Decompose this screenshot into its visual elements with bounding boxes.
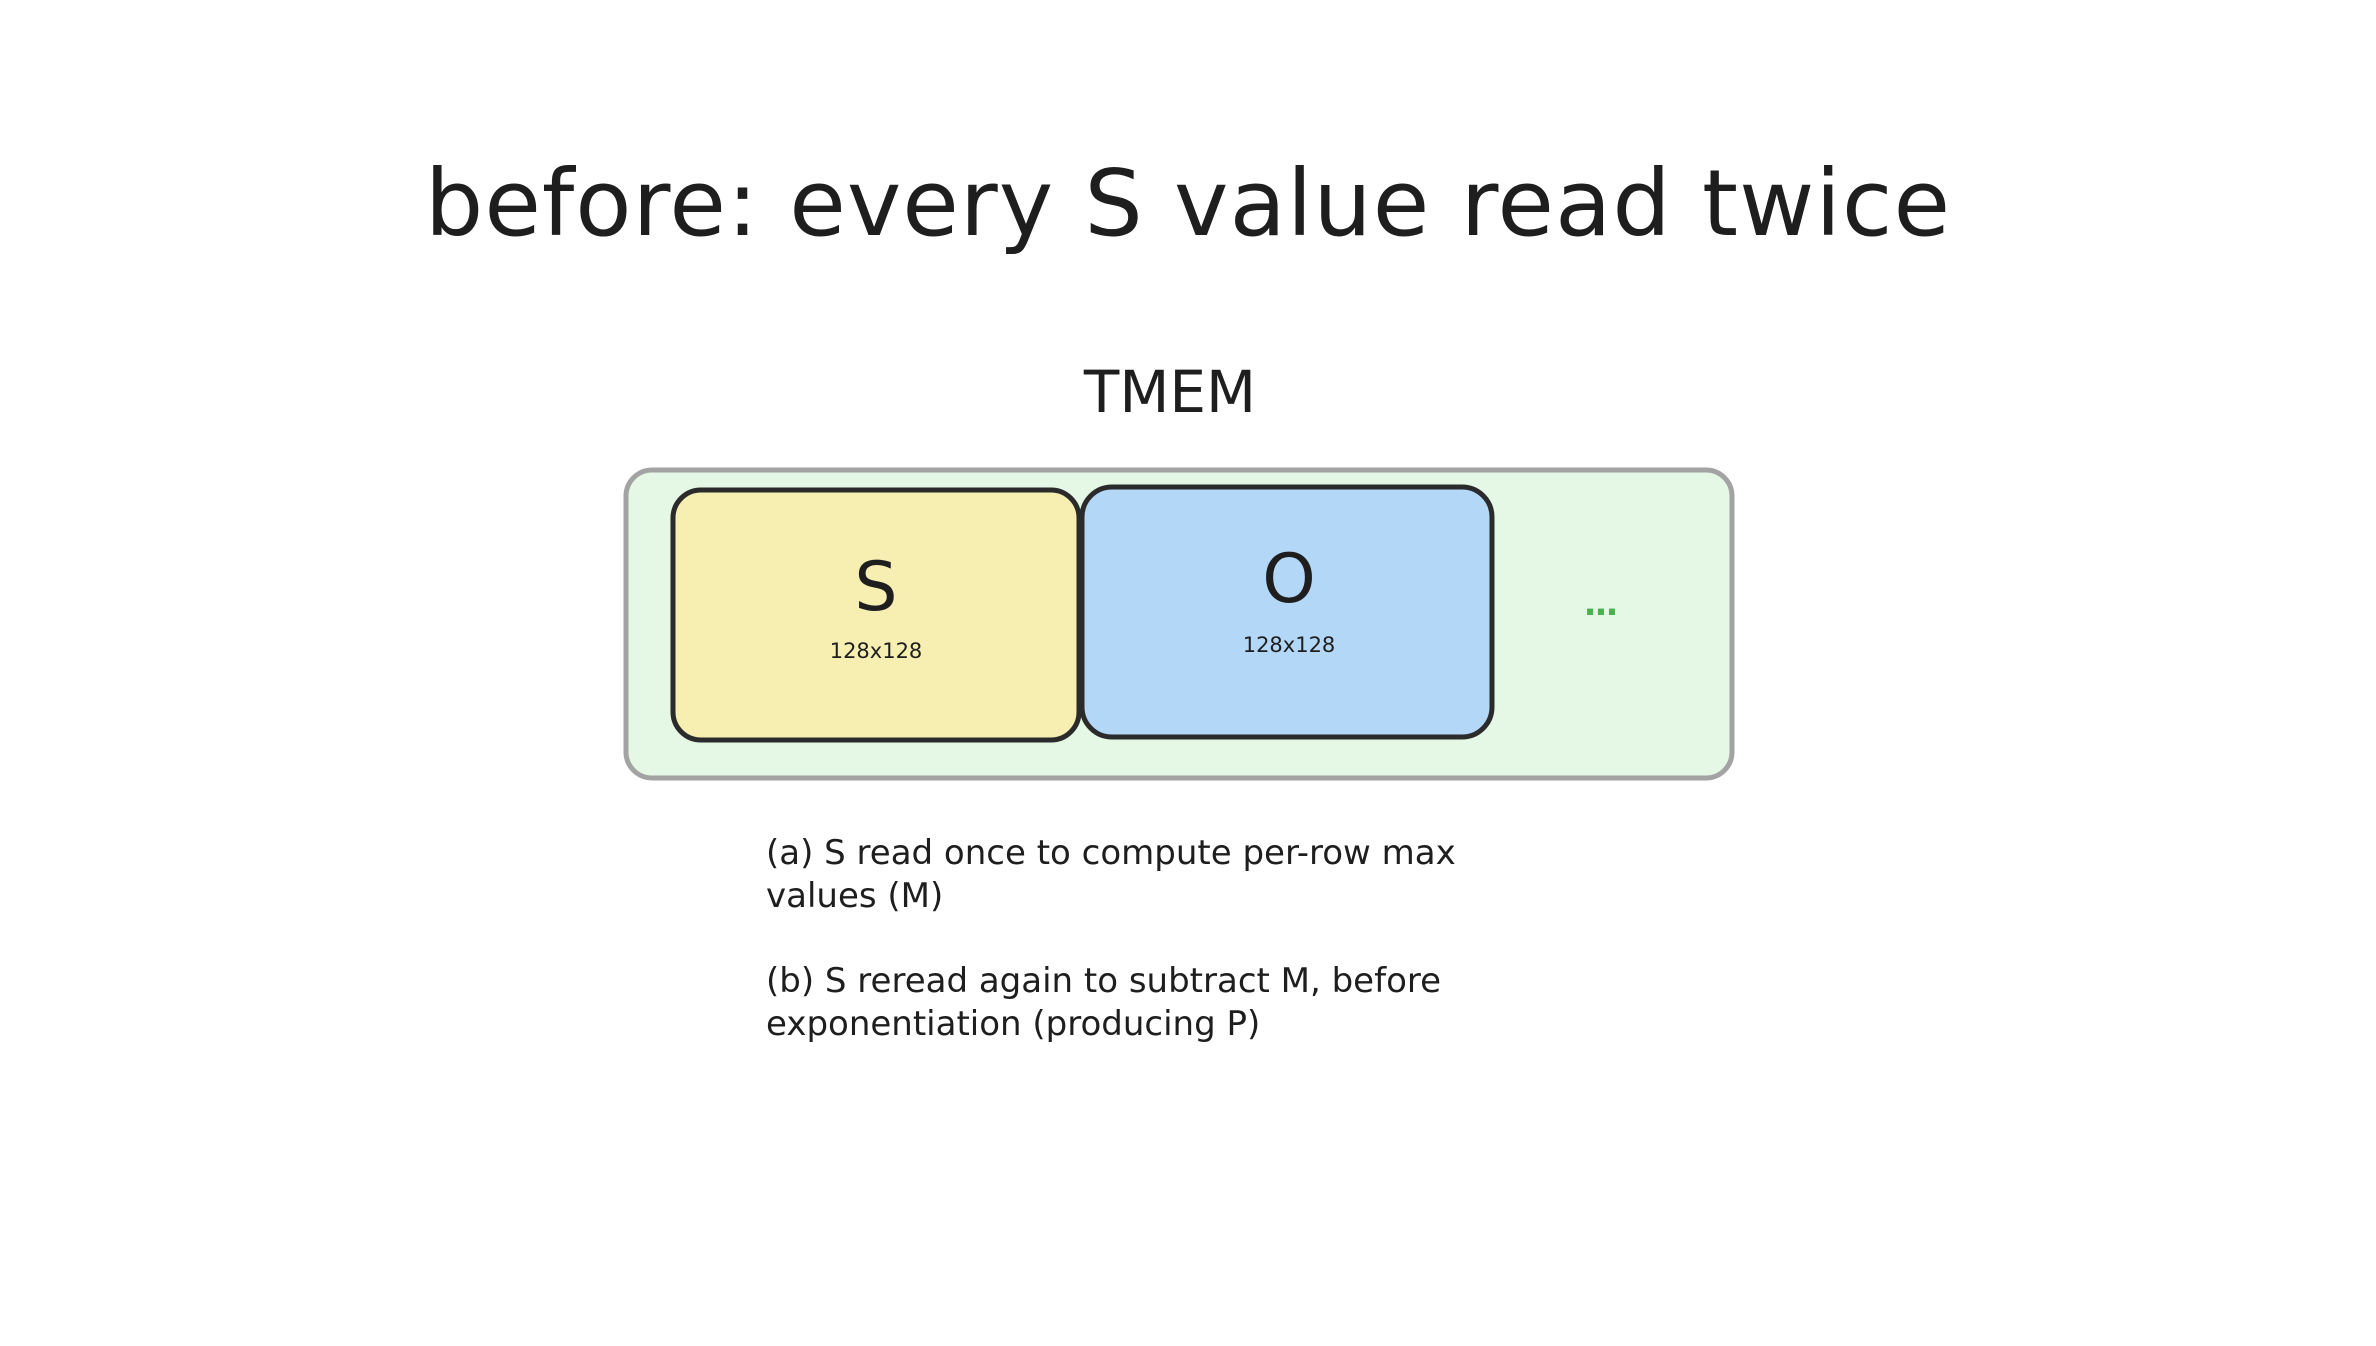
note-a: (a) S read once to compute per-row max v… [766, 833, 1456, 916]
note-b: (b) S reread again to subtract M, before… [766, 961, 1442, 1044]
diagram-title: before: every S value read twice [424, 150, 1952, 257]
o-cell-size: 128x128 [1242, 633, 1336, 657]
s-cell [670, 487, 1082, 743]
s-cell-name: S [854, 548, 898, 627]
o-cell [1079, 484, 1495, 740]
o-cell-name: O [1262, 540, 1316, 619]
more-cells-ellipsis: ... [1583, 584, 1619, 624]
s-cell-size: 128x128 [829, 639, 923, 663]
tmem-label: TMEM [1083, 358, 1257, 426]
